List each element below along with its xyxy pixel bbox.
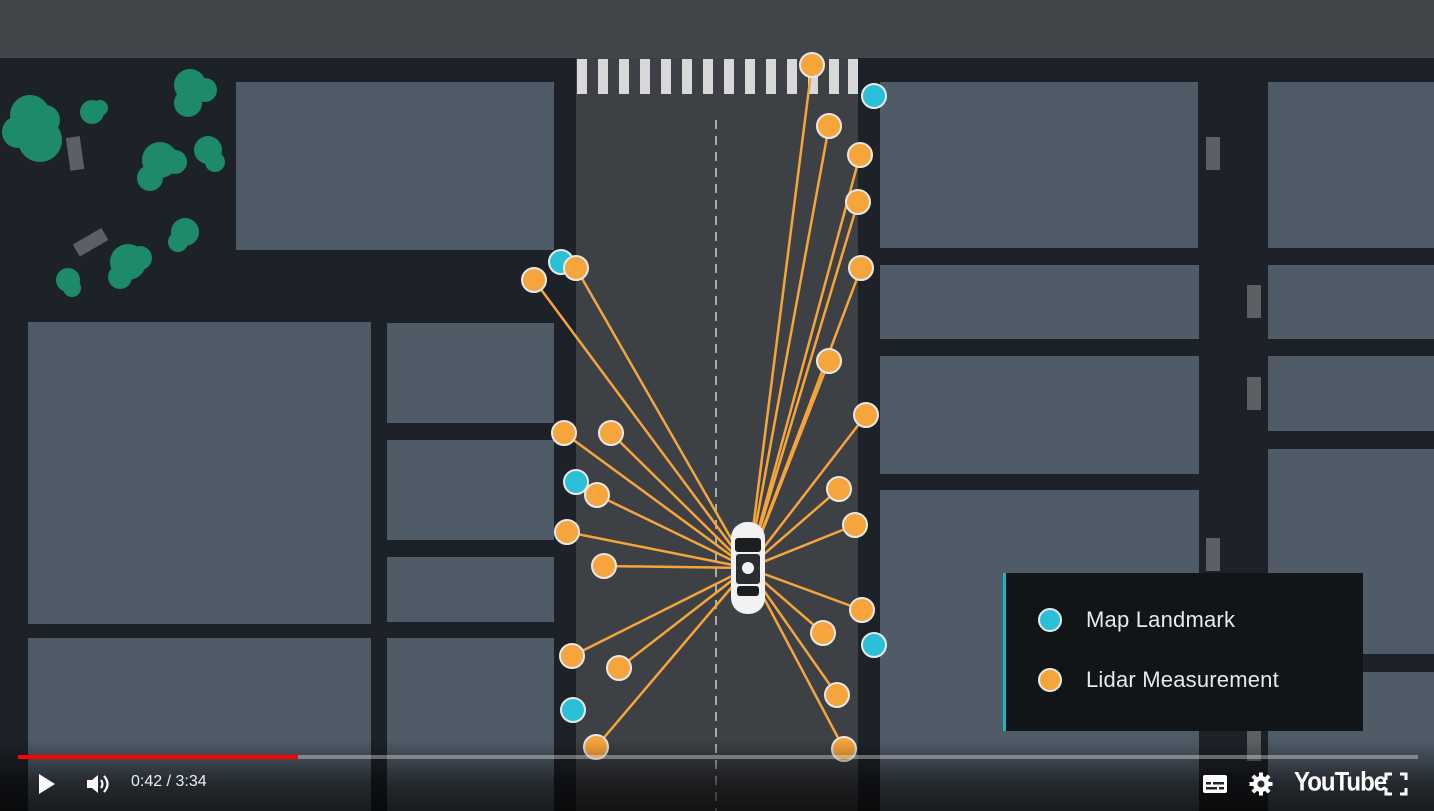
- lidar-ray: [610, 432, 749, 569]
- lidar-measurement-point: [842, 512, 868, 538]
- lidar-measurement-point: [554, 519, 580, 545]
- lidar-ray: [747, 523, 856, 570]
- lidar-measurement-point: [849, 597, 875, 623]
- lidar-measurement-point: [826, 476, 852, 502]
- play-button[interactable]: [30, 770, 64, 798]
- lidar-ray: [563, 431, 749, 570]
- lidar-ray: [574, 267, 750, 569]
- lidar-ray: [595, 567, 749, 748]
- lidar-ray: [596, 493, 749, 570]
- lidar-measurement-point: [521, 267, 547, 293]
- lidar-measurement-point: [591, 553, 617, 579]
- legend-landmark-label: Map Landmark: [1086, 607, 1236, 632]
- map-landmark-point: [563, 469, 589, 495]
- lidar-ray: [746, 125, 831, 569]
- map-landmark-point: [560, 697, 586, 723]
- subtitles-button[interactable]: [1199, 770, 1231, 798]
- ego-car: [731, 522, 765, 614]
- lidar-measurement-point: [810, 620, 836, 646]
- lidar-measurement-point: [598, 420, 624, 446]
- lidar-measurement-point: [816, 348, 842, 374]
- map-landmark-point: [861, 632, 887, 658]
- lidar-measurement-point: [848, 255, 874, 281]
- legend-item-landmark: Map Landmark: [1038, 600, 1235, 640]
- play-icon: [39, 774, 55, 794]
- lidar-ray: [566, 530, 749, 570]
- fullscreen-icon: [1384, 772, 1408, 796]
- lidar-rays: [532, 64, 867, 750]
- lidar-measurement-point: [606, 655, 632, 681]
- gear-icon: [1249, 772, 1273, 796]
- subtitles-icon: [1203, 775, 1227, 793]
- youtube-logo[interactable]: YouTube: [1294, 767, 1387, 798]
- lidar-ray: [746, 154, 862, 569]
- volume-icon: [87, 775, 109, 793]
- lidar-ray: [746, 201, 860, 569]
- progress-fill: [18, 755, 298, 759]
- volume-button[interactable]: [82, 770, 116, 798]
- lidar-measurement-point: [559, 643, 585, 669]
- landmark-dot-icon: [1038, 608, 1062, 632]
- lidar-measurement-point: [824, 682, 850, 708]
- lidar-ray: [532, 279, 750, 569]
- lidar-ray: [603, 564, 749, 570]
- legend: Map Landmark Lidar Measurement: [1003, 573, 1363, 731]
- settings-button[interactable]: [1246, 769, 1276, 799]
- lidar-dot-icon: [1038, 668, 1062, 692]
- lidar-measurement-point: [799, 52, 825, 78]
- lidar-ray: [618, 567, 749, 669]
- parked-cars: [65, 136, 1261, 761]
- time-display: 0:42 / 3:34: [131, 773, 207, 790]
- player-controls: 0:42 / 3:34 YouTube: [0, 740, 1434, 811]
- lidar-ray: [746, 64, 814, 569]
- lidar-measurement-point: [551, 420, 577, 446]
- lidar-measurement-point: [584, 482, 610, 508]
- trees: [2, 69, 225, 297]
- lidar-ray: [747, 566, 863, 612]
- buildings-left: [28, 82, 554, 811]
- buildings-right: [880, 82, 1434, 811]
- map-landmark-point: [861, 83, 887, 109]
- legend-lidar-label: Lidar Measurement: [1086, 667, 1279, 692]
- lidar-ray: [747, 414, 867, 569]
- lidar-measurement-point: [563, 255, 589, 281]
- lidar-measurement-point: [845, 189, 871, 215]
- fullscreen-button[interactable]: [1381, 769, 1411, 799]
- top-street: [0, 0, 1434, 58]
- lidar-measurement-point: [847, 142, 873, 168]
- lidar-measurement-point: [853, 402, 879, 428]
- lidar-measurement-point: [816, 113, 842, 139]
- progress-bar[interactable]: [18, 755, 1418, 759]
- lidar-ray: [571, 566, 749, 658]
- lidar-measurements: [521, 52, 879, 762]
- legend-item-lidar: Lidar Measurement: [1038, 660, 1279, 700]
